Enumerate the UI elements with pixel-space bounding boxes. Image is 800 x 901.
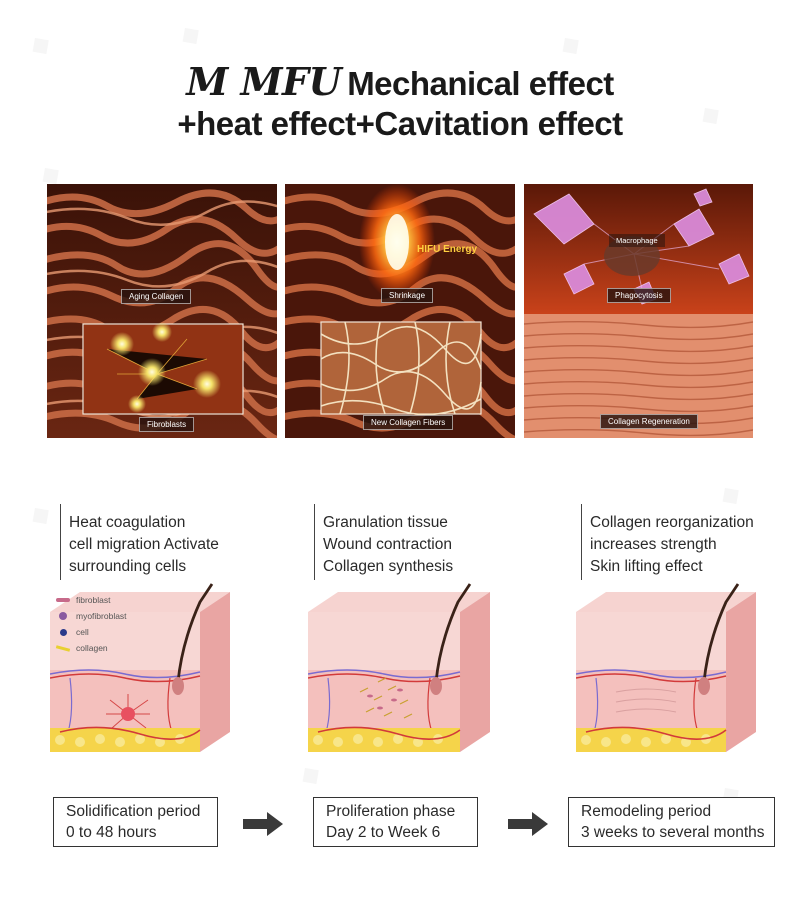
title-brand: M MFU [186, 59, 342, 104]
label-macrophage: Macrophage [609, 234, 665, 247]
skin-diagram-2 [308, 583, 490, 752]
legend-myofibroblast-label: myofibroblast [76, 611, 127, 621]
legend-fibroblast: fibroblast [56, 592, 127, 608]
legend-collagen: collagen [55, 640, 127, 656]
phase-solidification: Solidification period 0 to 48 hours [53, 797, 218, 847]
phase-2-time: Day 2 to Week 6 [326, 824, 441, 841]
stage-2-line-2: Wound contraction [323, 536, 452, 553]
legend-cell: cell [56, 624, 127, 640]
phase-2-title: Proliferation phase [326, 803, 456, 820]
title-line-1-text: Mechanical effect [347, 65, 614, 102]
caption-new-collagen-fibers: New Collagen Fibers [363, 415, 454, 430]
phase-proliferation: Proliferation phase Day 2 to Week 6 [313, 797, 478, 847]
stage-2-line-1: Granulation tissue [323, 514, 448, 531]
stage-3-line-1: Collagen reorganization [590, 514, 754, 531]
skin-diagram-1 [50, 583, 230, 752]
panel-shrinkage: HIFU Energy Shrinkage New Collagen Fiber… [285, 184, 515, 438]
caption-fibroblasts: Fibroblasts [139, 417, 195, 432]
stage-2-description: Granulation tissue Wound contraction Col… [314, 504, 453, 580]
shrinkage-illustration: HIFU Energy [285, 184, 515, 438]
caption-phagocytosis: Phagocytosis [607, 288, 671, 303]
arrow-right-icon [508, 812, 548, 836]
hifu-energy-label: HIFU Energy [417, 244, 477, 255]
phase-remodeling: Remodeling period 3 weeks to several mon… [568, 797, 775, 847]
cell-legend: fibroblast myofibroblast cell collagen [55, 592, 127, 656]
panel-aging-collagen: Aging Collagen Fibroblasts [47, 184, 277, 438]
stage-2-line-3: Collagen synthesis [323, 558, 454, 575]
regeneration-illustration [524, 184, 753, 438]
collagen-icon [55, 644, 71, 652]
stage-3-line-2: increases strength [590, 536, 717, 553]
stage-1-line-1: Heat coagulation [69, 514, 186, 531]
skin-diagram-3 [576, 583, 756, 752]
legend-cell-label: cell [76, 627, 89, 637]
aging-collagen-illustration [47, 184, 277, 438]
legend-collagen-label: collagen [76, 643, 108, 653]
title-line-2: +heat effect+Cavitation effect [177, 105, 623, 142]
stage-3-line-3: Skin lifting effect [590, 558, 703, 575]
caption-aging-collagen: Aging Collagen [121, 289, 192, 304]
stage-1-description: Heat coagulation cell migration Activate… [60, 504, 219, 580]
caption-collagen-regeneration: Collagen Regeneration [600, 414, 698, 429]
fibroblast-icon [56, 598, 70, 602]
stage-1-line-3: surrounding cells [69, 558, 187, 575]
stage-1-line-2: cell migration Activate [69, 536, 219, 553]
phase-3-time: 3 weeks to several months [581, 824, 765, 841]
arrow-right-icon [243, 812, 283, 836]
panel-regeneration: Macrophage Phagocytosis Collagen Regener… [524, 184, 753, 438]
phase-1-title: Solidification period [66, 803, 201, 820]
legend-myofibroblast: myofibroblast [56, 608, 127, 624]
stage-3-description: Collagen reorganization increases streng… [581, 504, 754, 580]
legend-fibroblast-label: fibroblast [76, 595, 111, 605]
myofibroblast-icon [59, 612, 67, 620]
cell-icon [60, 628, 67, 636]
phase-1-time: 0 to 48 hours [66, 824, 157, 841]
phase-3-title: Remodeling period [581, 803, 712, 820]
caption-shrinkage: Shrinkage [381, 288, 434, 303]
